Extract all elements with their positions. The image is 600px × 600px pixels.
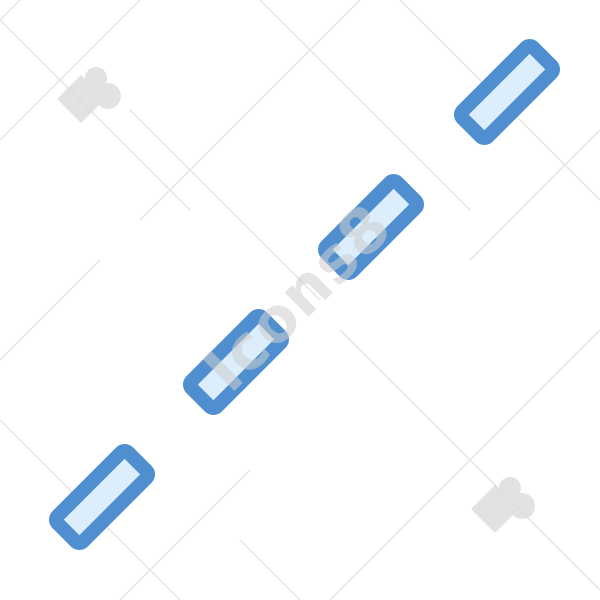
dash-segment: [182, 308, 290, 416]
watermark-logo-icon: [470, 477, 535, 534]
dash-segment: [453, 38, 561, 146]
watermark-logo-icon: [56, 67, 121, 124]
dash-segment: [317, 173, 425, 281]
dash-segment: [48, 443, 156, 551]
dashed-line: [48, 38, 561, 551]
watermark-brand-text: Icons8: [189, 189, 405, 405]
